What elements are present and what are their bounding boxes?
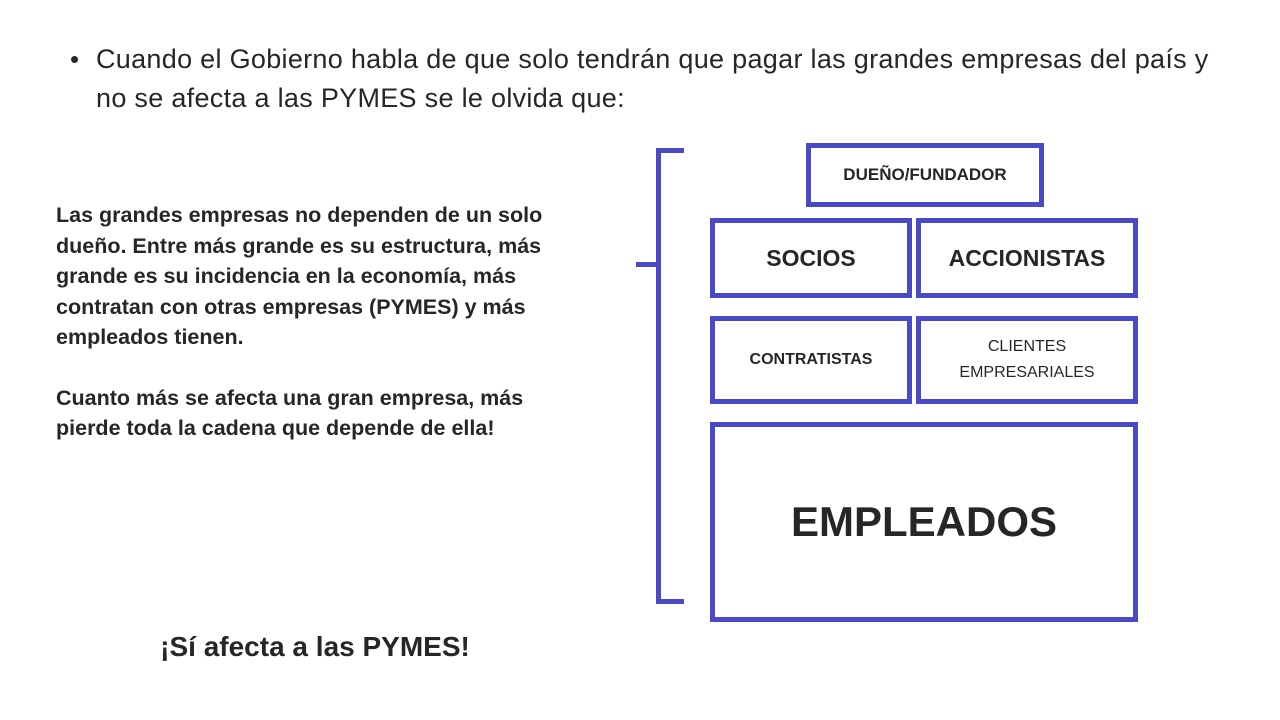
shareholders-box: ACCIONISTAS	[916, 218, 1138, 298]
bullet-icon: •	[70, 44, 80, 74]
contractors-box: CONTRATISTAS	[710, 316, 912, 404]
group-bracket	[656, 148, 684, 604]
conclusion-text: ¡Sí afecta a las PYMES!	[160, 631, 470, 662]
header-bullet: • Cuando el Gobierno habla de que solo t…	[70, 40, 1230, 118]
partners-label: SOCIOS	[766, 244, 856, 271]
employees-box: EMPLEADOS	[710, 422, 1138, 622]
partners-box: SOCIOS	[710, 218, 912, 298]
header-bullet-text: Cuando el Gobierno habla de que solo ten…	[96, 44, 1209, 113]
shareholders-label: ACCIONISTAS	[948, 244, 1106, 271]
employees-label: EMPLEADOS	[790, 498, 1058, 545]
business-clients-box: CLIENTES EMPRESARIALES	[916, 316, 1138, 404]
owner-label: DUEÑO/FUNDADOR	[843, 165, 1007, 184]
group-bracket-tick	[636, 262, 660, 267]
explanation-paragraph-1: Las grandes empresas no dependen de un s…	[56, 203, 543, 349]
contractors-label: CONTRATISTAS	[749, 351, 873, 368]
explanation-text: Las grandes empresas no dependen de un s…	[56, 200, 586, 444]
business-clients-label: CLIENTES EMPRESARIALES	[959, 338, 1095, 381]
explanation-paragraph-2: Cuanto más se afecta una gran empresa, m…	[56, 385, 524, 441]
owner-box: DUEÑO/FUNDADOR	[806, 143, 1044, 207]
